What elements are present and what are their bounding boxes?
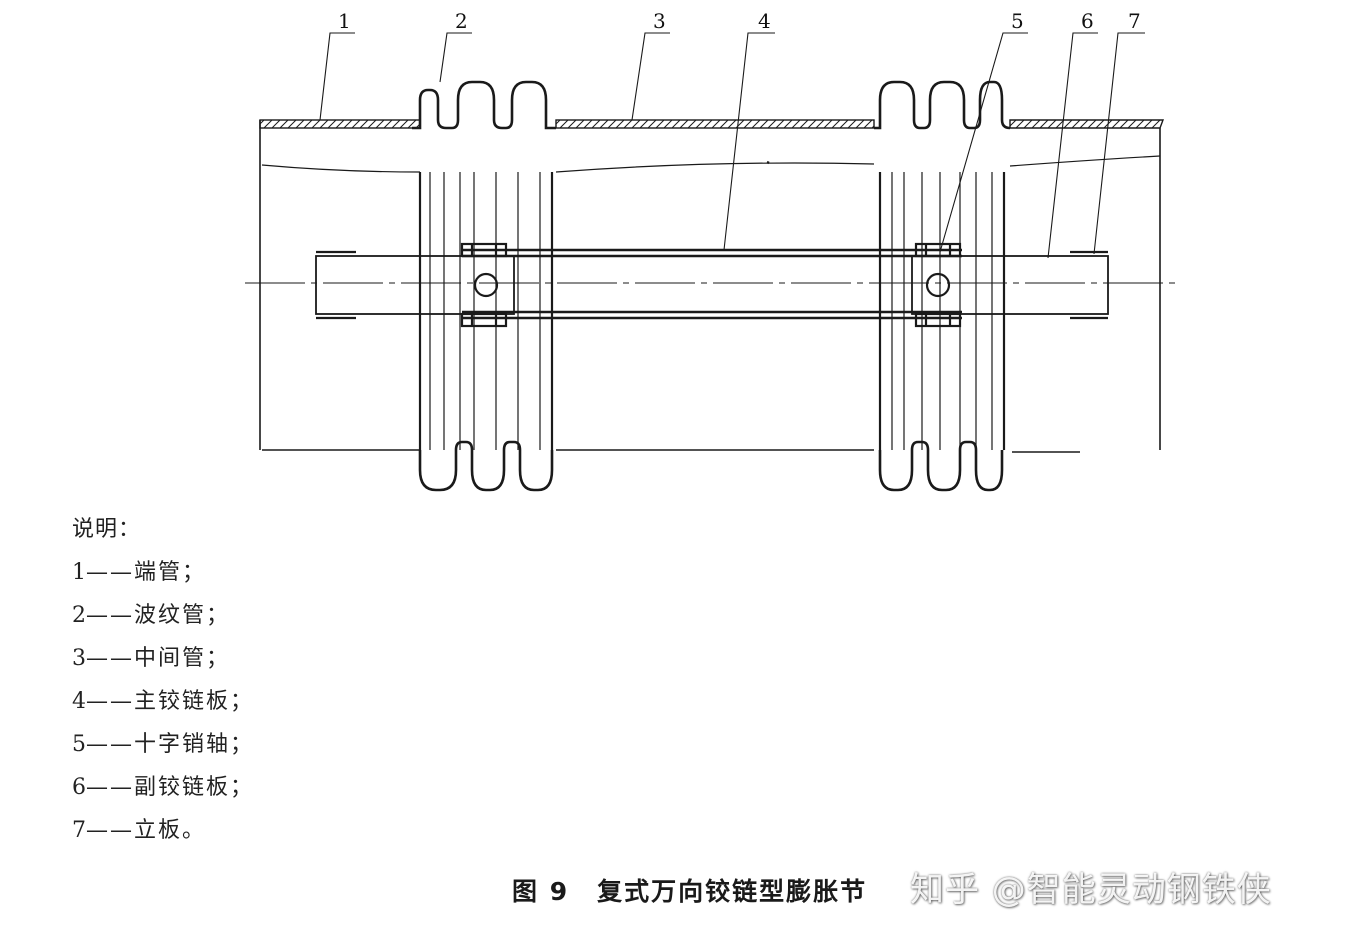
legend-item: 4——主铰链板；	[72, 680, 254, 723]
bellows-left	[412, 80, 556, 492]
legend-item-number: 4	[72, 689, 88, 714]
legend-item-dash: ——	[86, 732, 134, 757]
legend-item: 1——端管；	[72, 551, 254, 594]
legend-item-dash: ——	[86, 818, 134, 843]
figure-number: 图 9	[512, 877, 570, 906]
cross-pin-left	[460, 242, 508, 328]
legend-item: 3——中间管；	[72, 637, 254, 680]
end-pipe-right	[1009, 119, 1165, 453]
legend-item-number: 7	[72, 818, 88, 843]
callout-4: 4	[758, 9, 771, 33]
legend-title: 说明：	[72, 517, 142, 542]
legend-item: 6——副铰链板；	[72, 766, 254, 809]
legend-item-text: 十字销轴；	[134, 732, 255, 757]
legend-item-dash: ——	[86, 646, 134, 671]
expansion-joint-drawing: 1 2 3 4 5 6 7	[245, 9, 1175, 492]
legend-item-dash: ——	[86, 560, 134, 585]
bellows-right	[874, 80, 1011, 492]
legend-item-text: 副铰链板；	[134, 775, 255, 800]
callout-7: 7	[1128, 9, 1141, 33]
figure-caption: 图 9 复式万向铰链型膨胀节	[512, 872, 867, 908]
legend-item-number: 1	[72, 560, 88, 585]
legend-item-dash: ——	[86, 689, 134, 714]
legend-item-number: 6	[72, 775, 88, 800]
intermediate-pipe	[555, 119, 875, 451]
figure-title: 复式万向铰链型膨胀节	[597, 877, 868, 906]
legend-item-number: 5	[72, 732, 88, 757]
callout-3: 3	[653, 9, 666, 33]
callout-2: 2	[455, 9, 468, 33]
legend-item: 7——立板。	[72, 809, 254, 852]
legend-item-text: 主铰链板；	[134, 689, 255, 714]
callout-labels: 1 2 3 4 5 6 7	[338, 9, 1141, 33]
callout-5: 5	[1011, 9, 1024, 33]
legend-item-number: 2	[72, 603, 88, 628]
legend-item-number: 3	[72, 646, 88, 671]
legend-item-text: 中间管；	[134, 646, 231, 671]
callout-leaders	[319, 32, 1145, 259]
legend-item-dash: ——	[86, 603, 134, 628]
end-pipe-left	[259, 119, 421, 451]
cross-pin-right	[914, 242, 962, 328]
main-hinge-plate	[462, 248, 962, 320]
legend-item: 5——十字销轴；	[72, 723, 254, 766]
auxiliary-hinge-plate-right	[911, 250, 1109, 320]
callout-6: 6	[1081, 9, 1094, 33]
legend-item-text: 波纹管；	[134, 603, 231, 628]
legend-item-text: 立板。	[134, 818, 207, 843]
legend-item-text: 端管；	[134, 560, 207, 585]
legend-item-dash: ——	[86, 775, 134, 800]
watermark: 知乎 @智能灵动钢铁侠	[910, 870, 1272, 910]
legend-item: 2——波纹管；	[72, 594, 254, 637]
legend: 说明： 1——端管； 2——波纹管； 3——中间管； 4——主铰链板； 5——十…	[72, 508, 254, 852]
callout-1: 1	[338, 9, 351, 33]
auxiliary-hinge-plate-left	[315, 250, 515, 320]
